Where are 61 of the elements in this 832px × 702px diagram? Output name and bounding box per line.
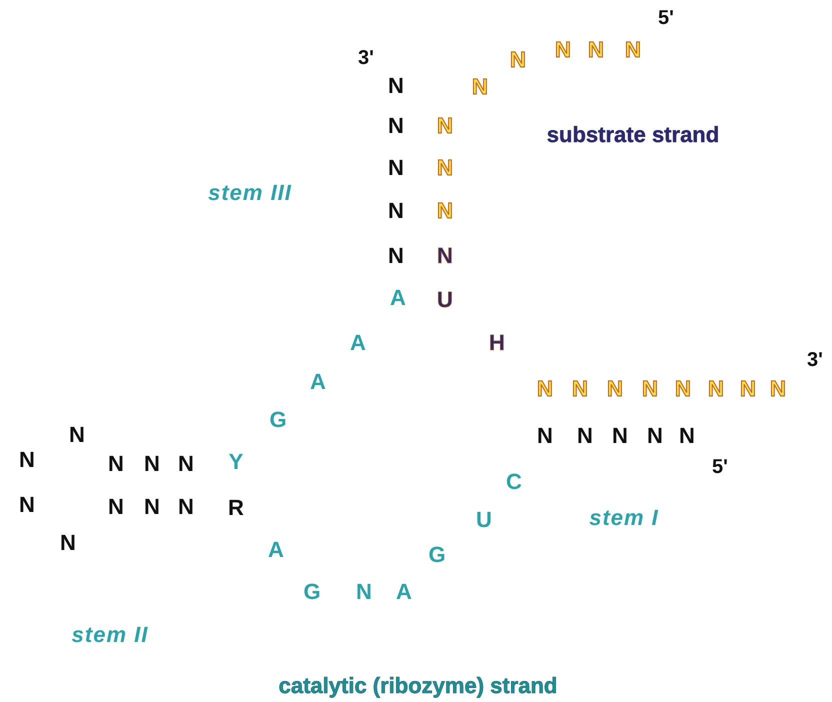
nucleotide-letter: N xyxy=(388,200,404,222)
nucleotide-letter: N xyxy=(555,39,571,61)
nucleotide-letter: A xyxy=(268,539,284,561)
nucleotide-letter: N xyxy=(588,39,604,61)
nucleotide-letter: N xyxy=(647,425,663,447)
nucleotide-letter: C xyxy=(506,471,522,493)
nucleotide-letter: N xyxy=(607,378,623,400)
nucleotide-letter: N xyxy=(708,378,724,400)
nucleotide-letter: N xyxy=(437,115,453,137)
nucleotide-letter: N xyxy=(60,532,76,554)
stem-label: stem II xyxy=(72,624,148,646)
nucleotide-letter: N xyxy=(572,378,588,400)
nucleotide-letter: G xyxy=(303,581,321,603)
strand-end-label: 5' xyxy=(712,457,728,477)
nucleotide-letter: N xyxy=(675,378,691,400)
nucleotide-letter: N xyxy=(472,76,488,98)
strand-end-label: 5' xyxy=(658,8,674,28)
nucleotide-letter: N xyxy=(770,378,786,400)
nucleotide-letter: U xyxy=(476,509,492,531)
stem-label: stem I xyxy=(589,507,659,529)
nucleotide-letter: N xyxy=(537,425,553,447)
nucleotide-letter: N xyxy=(612,425,628,447)
stem-label: stem III xyxy=(208,182,292,204)
strand-label: substrate strand xyxy=(546,124,720,146)
nucleotide-letter: N xyxy=(679,425,695,447)
nucleotide-letter: N xyxy=(388,115,404,137)
nucleotide-letter: N xyxy=(437,245,453,267)
nucleotide-letter: N xyxy=(108,453,124,475)
nucleotide-letter: A xyxy=(350,332,366,354)
nucleotide-letter: N xyxy=(178,496,194,518)
nucleotide-letter: N xyxy=(537,378,553,400)
nucleotide-letter: N xyxy=(625,39,641,61)
nucleotide-letter: N xyxy=(388,75,404,97)
nucleotide-letter: R xyxy=(228,497,244,519)
nucleotide-letter: A xyxy=(396,581,412,603)
nucleotide-letter: U xyxy=(437,289,453,311)
strand-label: catalytic (ribozyme) strand xyxy=(278,675,558,697)
nucleotide-letter: N xyxy=(437,157,453,179)
nucleotide-letter: Y xyxy=(228,451,244,473)
nucleotide-letter: N xyxy=(144,496,160,518)
nucleotide-letter: N xyxy=(388,245,404,267)
nucleotide-letter: H xyxy=(489,332,505,354)
nucleotide-letter: N xyxy=(178,453,194,475)
nucleotide-letter: N xyxy=(740,378,756,400)
strand-end-label: 3' xyxy=(358,48,374,68)
nucleotide-letter: N xyxy=(19,449,35,471)
nucleotide-letter: N xyxy=(577,425,593,447)
nucleotide-letter: G xyxy=(269,409,287,431)
nucleotide-letter: N xyxy=(69,424,85,446)
nucleotide-letter: N xyxy=(108,496,124,518)
nucleotide-letter: G xyxy=(428,544,446,566)
nucleotide-letter: N xyxy=(437,200,453,222)
nucleotide-letter: N xyxy=(642,378,658,400)
nucleotide-letter: N xyxy=(144,453,160,475)
nucleotide-letter: N xyxy=(510,49,526,71)
nucleotide-letter: A xyxy=(310,371,326,393)
nucleotide-letter: N xyxy=(356,581,372,603)
nucleotide-letter: N xyxy=(19,494,35,516)
nucleotide-letter: N xyxy=(388,157,404,179)
strand-end-label: 3' xyxy=(807,350,823,370)
nucleotide-letter: A xyxy=(390,287,406,309)
